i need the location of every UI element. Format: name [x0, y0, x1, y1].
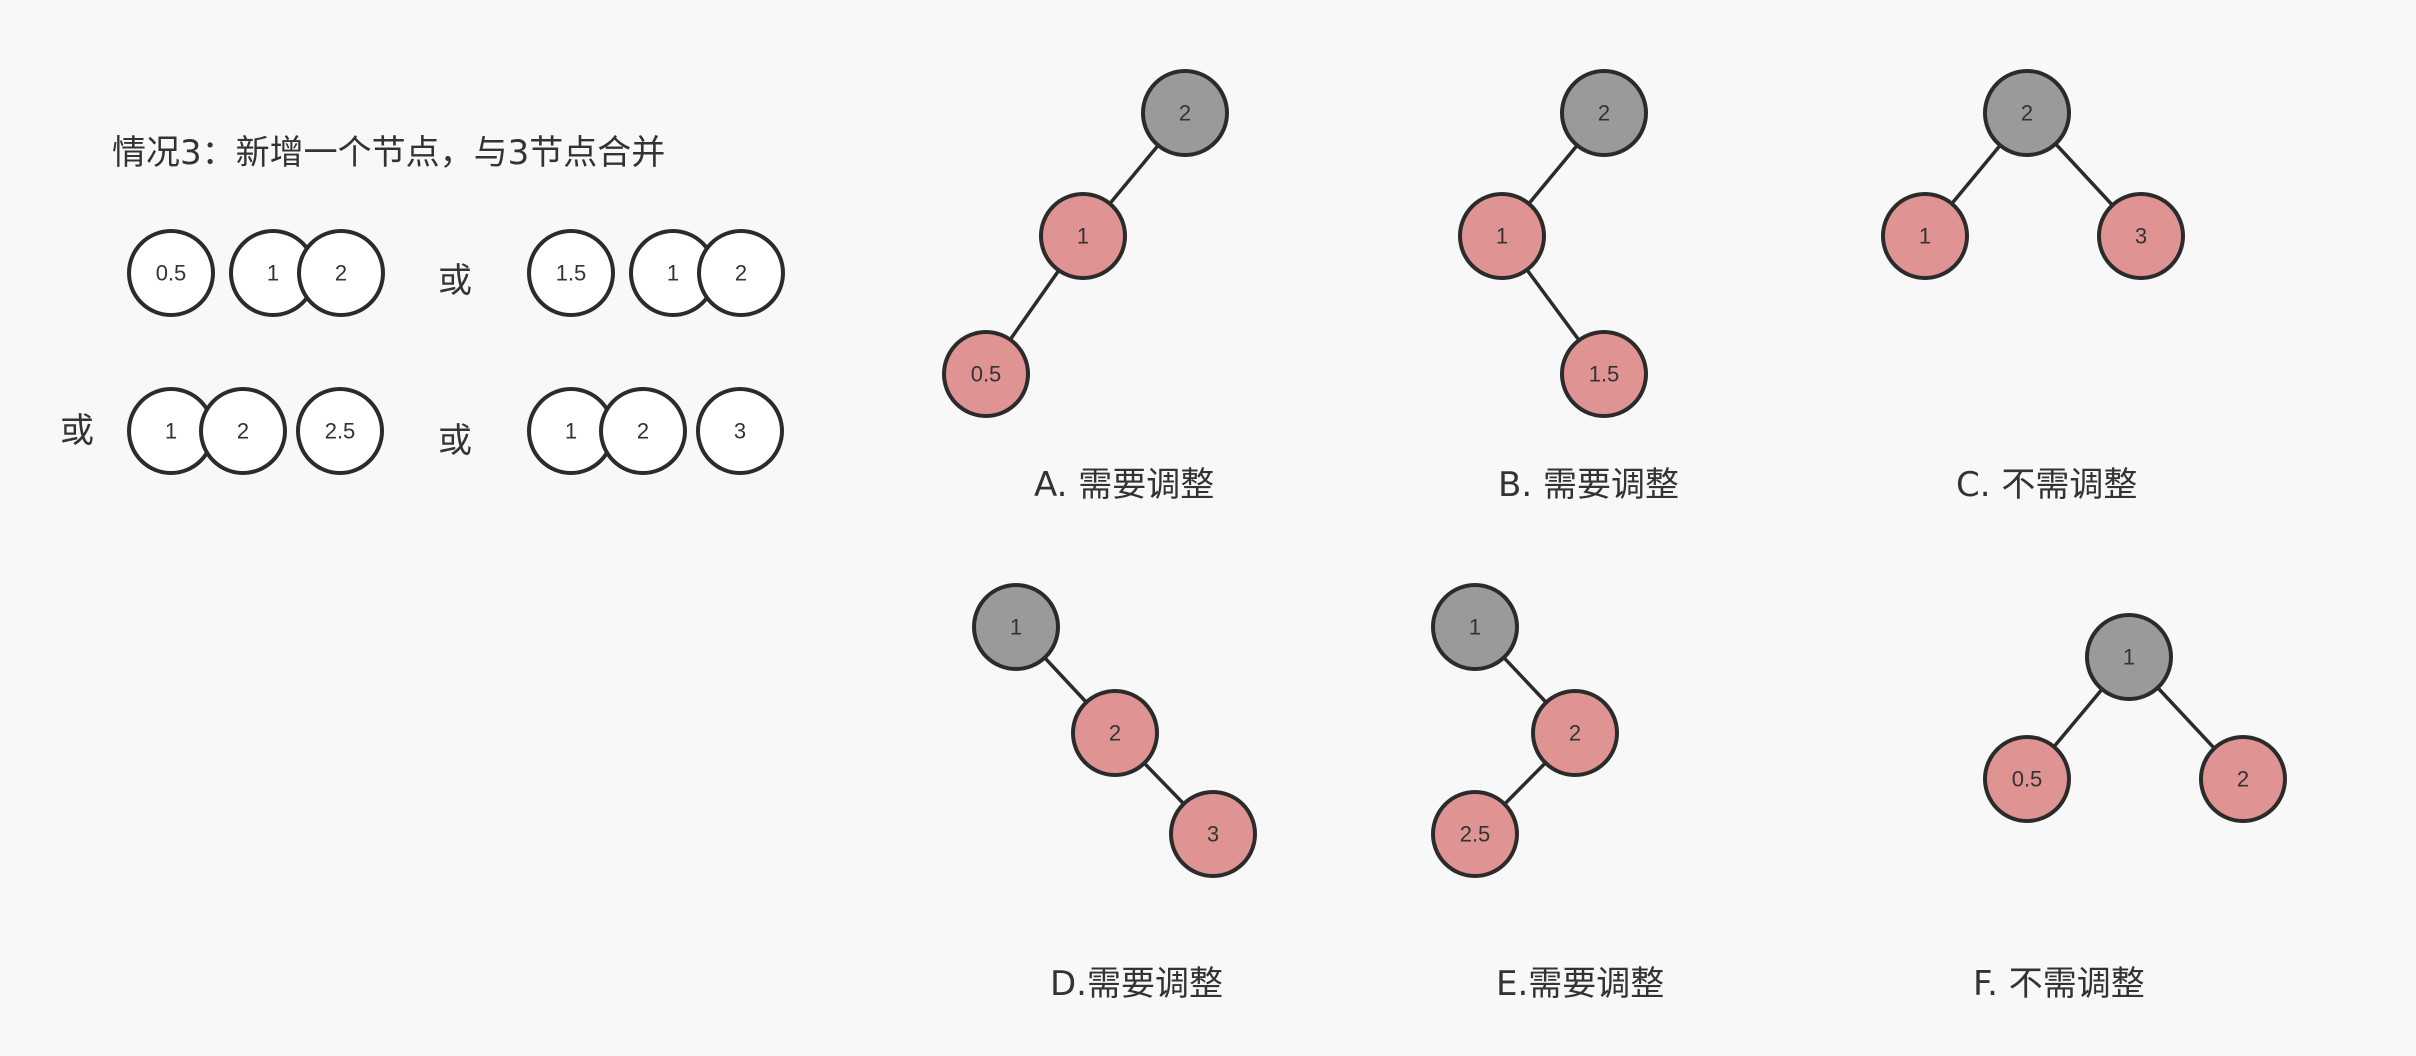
tree-e-grandchild-node — [1431, 790, 1519, 878]
combo-group-1: 0.5 1 2 — [127, 229, 385, 317]
combo-2-pair-label-b: 2 — [735, 261, 747, 286]
tree-d-caption: D.需要调整 — [1050, 964, 1223, 1004]
combo-3-pair-label-a: 1 — [165, 419, 177, 444]
tree-f-right-node — [2199, 735, 2287, 823]
tree-e-root-label: 1 — [1469, 615, 1481, 640]
tree-e-caption: E.需要调整 — [1496, 964, 1664, 1004]
tree-c-left-node — [1881, 192, 1969, 280]
combo-1-pair-label-b: 2 — [335, 261, 347, 286]
tree-c-caption: C. 不需调整 — [1956, 465, 2137, 505]
tree-c-left-label: 1 — [1919, 224, 1931, 249]
combo-group-2: 1.5 1 2 — [527, 229, 785, 317]
tree-d-grandchild-node — [1169, 790, 1257, 878]
tree-b-grandchild-label: 1.5 — [1589, 362, 1620, 387]
tree-e-child-label: 2 — [1569, 721, 1581, 746]
tree-b-root-node — [1560, 69, 1648, 157]
combo-1-single-node — [127, 229, 215, 317]
tree-a-root-node — [1141, 69, 1229, 157]
tree-c-root-label: 2 — [2021, 101, 2033, 126]
tree-c-right-node — [2097, 192, 2185, 280]
combo-1-pair-label-a: 1 — [267, 261, 279, 286]
tree-b-child-label: 1 — [1496, 224, 1508, 249]
combo-2-single-node — [527, 229, 615, 317]
tree-f-left-node — [1983, 735, 2071, 823]
tree-d-child-label: 2 — [1109, 721, 1121, 746]
tree-b: 2 1 1.5 B. 需要调整 — [1458, 69, 1679, 505]
combo-3-single-node — [296, 387, 384, 475]
tree-f-root-label: 1 — [2123, 645, 2135, 670]
tree-f-right-label: 2 — [2237, 767, 2249, 792]
tree-a-child-node — [1039, 192, 1127, 280]
tree-d-root-node — [972, 583, 1060, 671]
combo-2-pair-node-b — [697, 229, 785, 317]
tree-d: 1 2 3 D.需要调整 — [972, 583, 1257, 1004]
tree-c-root-node — [1983, 69, 2071, 157]
tree-c-right-label: 3 — [2135, 224, 2147, 249]
combo-4-single-label: 3 — [734, 419, 746, 444]
combo-2-single-label: 1.5 — [556, 261, 587, 286]
tree-c: 2 1 3 C. 不需调整 — [1881, 69, 2185, 505]
tree-d-child-node — [1071, 689, 1159, 777]
combo-1-pair-node-b — [297, 229, 385, 317]
tree-f: 1 0.5 2 F. 不需调整 — [1973, 613, 2287, 1004]
combo-group-3: 1 2 2.5 — [127, 387, 384, 475]
combo-2-separator: 或 — [438, 261, 472, 301]
tree-b-grandchild-node — [1560, 330, 1648, 418]
tree-a-grandchild-label: 0.5 — [971, 362, 1002, 387]
tree-e: 1 2 2.5 E.需要调整 — [1431, 583, 1664, 1004]
tree-b-root-label: 2 — [1598, 101, 1610, 126]
tree-a-caption: A. 需要调整 — [1034, 465, 1214, 505]
tree-d-grandchild-label: 3 — [1207, 822, 1219, 847]
tree-b-child-node — [1458, 192, 1546, 280]
combo-2-pair-label-a: 1 — [667, 261, 679, 286]
combo-3-pair-node-b — [199, 387, 287, 475]
combo-4-pair-node-b — [599, 387, 687, 475]
combo-4-pair-label-a: 1 — [565, 419, 577, 444]
combo-3-pair-label-b: 2 — [237, 419, 249, 444]
diagram-title: 情况3：新增一个节点，与3节点合并 — [112, 133, 665, 173]
combo-1-single-label: 0.5 — [156, 261, 187, 286]
tree-e-child-node — [1531, 689, 1619, 777]
tree-a-child-label: 1 — [1077, 224, 1089, 249]
tree-f-caption: F. 不需调整 — [1973, 964, 2145, 1004]
tree-d-root-label: 1 — [1010, 615, 1022, 640]
tree-e-root-node — [1431, 583, 1519, 671]
combo-4-pair-label-b: 2 — [637, 419, 649, 444]
combo-4-separator: 或 — [438, 421, 472, 461]
combo-group-4: 1 2 3 — [527, 387, 784, 475]
combo-4-single-node — [696, 387, 784, 475]
tree-a-root-label: 2 — [1179, 101, 1191, 126]
tree-e-grandchild-label: 2.5 — [1460, 822, 1491, 847]
tree-b-caption: B. 需要调整 — [1498, 465, 1679, 505]
tree-a-grandchild-node — [942, 330, 1030, 418]
combo-3-separator: 或 — [60, 411, 94, 451]
tree-f-left-label: 0.5 — [2012, 767, 2043, 792]
tree-a: 2 1 0.5 A. 需要调整 — [942, 69, 1229, 505]
combo-3-single-label: 2.5 — [325, 419, 356, 444]
tree-f-root-node — [2085, 613, 2173, 701]
